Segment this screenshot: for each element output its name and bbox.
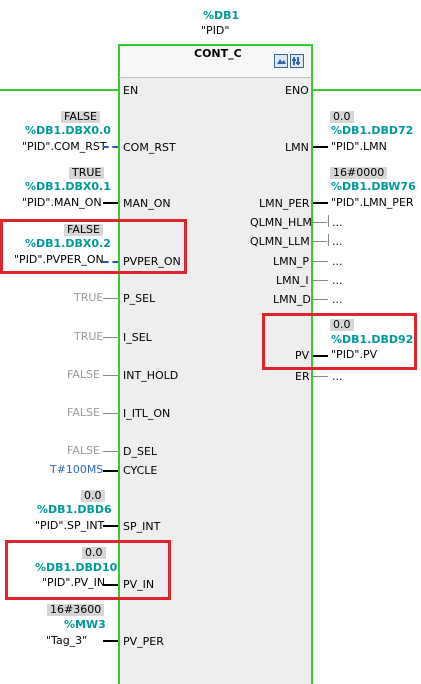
p-sel-wire	[103, 298, 118, 299]
pin-pv-in: PV_IN	[123, 578, 155, 591]
pin-qlmn-llm: QLMN_LLM	[250, 235, 310, 248]
pv-per-wire	[103, 640, 118, 642]
pin-eno: ENO	[285, 84, 309, 97]
pvper-on-tag[interactable]: "PID".PVPER_ON	[14, 253, 104, 266]
com-rst-wire	[103, 146, 118, 148]
qlmn-llm-wire-end	[328, 234, 330, 246]
qlmn-llm-wire	[313, 241, 327, 242]
pin-com-rst: COM_RST	[123, 141, 176, 154]
en-wire	[0, 89, 118, 91]
pin-sp-int: SP_INT	[123, 520, 161, 533]
com-rst-value: FALSE	[61, 111, 100, 123]
qlmn-hlm-tag[interactable]: ...	[332, 216, 343, 229]
block-type-title: CONT_C	[194, 47, 242, 60]
lmn-per-value: 16#0000	[330, 167, 388, 179]
highlight-pvper-on	[0, 219, 187, 274]
pv-in-address: %DB1.DBD10	[35, 561, 118, 574]
pv-per-address: %MW3	[64, 618, 106, 631]
qlmn-hlm-wire	[313, 222, 327, 223]
sp-int-address: %DB1.DBD6	[37, 503, 112, 516]
er-wire	[313, 376, 328, 377]
qlmn-hlm-wire-end	[328, 215, 330, 227]
lmn-address: %DB1.DBD72	[331, 124, 414, 137]
man-on-address: %DB1.DBX0.1	[25, 180, 111, 193]
pin-lmn-d: LMN_D	[273, 293, 311, 306]
p-sel-value: TRUE	[74, 291, 104, 304]
i-sel-wire	[103, 337, 118, 338]
d-sel-value: FALSE	[67, 444, 100, 457]
pv-wire	[313, 355, 328, 357]
pv-address: %DB1.DBD92	[331, 333, 414, 346]
pin-lmn-per: LMN_PER	[259, 197, 310, 210]
i-itl-on-wire	[103, 413, 118, 414]
i-itl-on-value: FALSE	[67, 406, 100, 419]
highlight-pv-in	[5, 540, 171, 600]
com-rst-address: %DB1.DBX0.0	[25, 124, 111, 137]
cycle-value[interactable]: T#100MS	[50, 463, 104, 476]
lmn-i-wire	[313, 280, 328, 281]
sp-int-wire	[103, 525, 118, 527]
lmn-p-tag[interactable]: ...	[332, 255, 343, 268]
eno-wire	[313, 89, 421, 91]
sp-int-value: 0.0	[81, 490, 105, 502]
pvper-on-wire	[103, 261, 118, 263]
man-on-value: TRUE	[69, 167, 105, 179]
pin-lmn: LMN	[285, 141, 309, 154]
pv-in-wire	[103, 584, 118, 586]
pv-per-tag[interactable]: "Tag_3"	[46, 634, 88, 647]
instance-db-name: "PID"	[201, 24, 230, 37]
lmn-tag[interactable]: "PID".LMN	[331, 140, 387, 153]
lmn-per-tag[interactable]: "PID".LMN_PER	[331, 196, 414, 209]
lmn-value: 0.0	[330, 111, 354, 123]
lmn-p-wire	[313, 261, 328, 262]
pin-i-sel: I_SEL	[123, 331, 152, 344]
i-sel-value: TRUE	[74, 330, 104, 343]
pvper-on-address: %DB1.DBX0.2	[25, 237, 111, 250]
pv-tag[interactable]: "PID".PV	[331, 348, 378, 361]
pv-in-tag[interactable]: "PID".PV_IN	[42, 576, 106, 589]
pvper-on-value: FALSE	[64, 224, 103, 236]
lmn-i-tag[interactable]: ...	[332, 274, 343, 287]
man-on-tag[interactable]: "PID".MAN_ON	[22, 196, 102, 209]
pin-pv: PV	[295, 349, 310, 362]
qlmn-llm-tag[interactable]: ...	[332, 235, 343, 248]
er-tag[interactable]: ...	[332, 370, 343, 383]
pin-lmn-p: LMN_P	[273, 255, 309, 268]
lmn-per-address: %DB1.DBW76	[331, 180, 416, 193]
pv-in-value: 0.0	[82, 547, 106, 559]
pv-per-value: 16#3600	[47, 604, 105, 616]
pin-qlmn-hlm: QLMN_HLM	[250, 216, 312, 229]
pin-er: ER	[295, 370, 310, 383]
pin-i-itl-on: I_ITL_ON	[123, 407, 171, 420]
pin-pv-per: PV_PER	[123, 635, 164, 648]
cycle-wire	[103, 470, 118, 472]
d-sel-wire	[103, 451, 118, 452]
pin-d-sel: D_SEL	[123, 445, 158, 458]
block-open-icon[interactable]	[274, 54, 288, 68]
lmn-d-wire	[313, 299, 328, 300]
man-on-wire	[103, 202, 118, 204]
cont-c-block[interactable]	[118, 44, 313, 684]
int-hold-value: FALSE	[67, 368, 100, 381]
lmn-d-tag[interactable]: ...	[332, 293, 343, 306]
com-rst-tag[interactable]: "PID".COM_RST	[22, 140, 107, 153]
sp-int-tag[interactable]: "PID".SP_INT	[35, 519, 105, 532]
pin-pvper-on: PVPER_ON	[123, 255, 181, 268]
block-header: CONT_C	[118, 44, 313, 78]
pin-int-hold: INT_HOLD	[123, 369, 179, 382]
block-parameter-icon[interactable]	[290, 54, 304, 68]
pin-p-sel: P_SEL	[123, 292, 156, 305]
pin-en: EN	[123, 84, 139, 97]
pv-value: 0.0	[330, 319, 354, 331]
pin-lmn-i: LMN_I	[276, 274, 309, 287]
lmn-wire	[313, 146, 328, 148]
pin-man-on: MAN_ON	[123, 197, 171, 210]
highlight-pv	[262, 313, 417, 370]
instance-db-address: %DB1	[203, 9, 240, 22]
lmn-per-wire	[313, 202, 328, 204]
pin-cycle: CYCLE	[123, 464, 158, 477]
int-hold-wire	[103, 375, 118, 376]
